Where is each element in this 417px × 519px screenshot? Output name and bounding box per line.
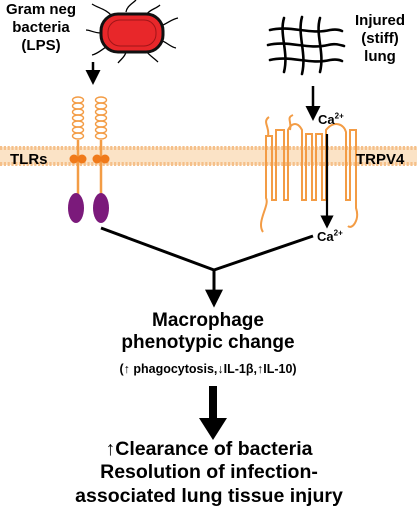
calcium-charge: 2+ (334, 111, 344, 121)
bacteria-label-line: Gram neg (5, 1, 77, 18)
macrophage-title-line: Macrophage (152, 310, 264, 331)
down-arrow-icon: ↓ (217, 362, 224, 376)
up-arrow-icon: ↑ (105, 438, 116, 460)
up-arrow-icon: ↑ (256, 362, 264, 376)
injured-lung-label: Injured (stiff) lung (348, 12, 412, 66)
macrophage-effects: (↑ phagocytosis,↓IL-1β,↑IL-10) (32, 362, 384, 377)
result-line-3: associated lung tissue injury (75, 484, 343, 507)
calcium-symbol: Ca (318, 112, 335, 127)
tlr-signal-line (100, 226, 215, 272)
cell-membrane (0, 146, 417, 166)
calcium-label-inside: Ca2+ (317, 229, 343, 245)
result-clearance-text: Clearance of bacteria (115, 438, 313, 460)
trpv4-label: TRPV4 (356, 151, 405, 168)
bacteria-label-line: bacteria (12, 19, 70, 36)
macrophage-change-title: Macrophage phenotypic change (58, 310, 358, 355)
il1b-text: IL-1β, (223, 362, 257, 376)
calcium-charge: 2+ (333, 228, 343, 238)
bacteria-label: Gram neg bacteria (LPS) (0, 1, 82, 55)
trpv4-signal-line (213, 234, 314, 272)
tlr-receptor-left (68, 96, 87, 223)
up-arrow-icon: ↑ (123, 362, 130, 376)
il10-text: IL-10) (263, 362, 297, 376)
lung-mesh-icon (266, 15, 346, 76)
calcium-symbol: Ca (317, 229, 334, 244)
trpv4-channel (260, 114, 358, 233)
bacterium-icon (85, 0, 179, 64)
outcome-arrow (199, 386, 227, 440)
effects-open-paren: ( (119, 362, 124, 376)
macrophage-title-line: phenotypic change (121, 332, 295, 354)
tlrs-label: TLRs (10, 151, 48, 168)
result-line-2: Resolution of infection- (100, 461, 318, 484)
calcium-label-outside: Ca2+ (318, 112, 344, 128)
injured-lung-label-line: (stiff) (361, 30, 399, 47)
result-line-1: ↑Clearance of bacteria (28, 438, 390, 461)
tlr-receptor-right (92, 96, 110, 223)
bacteria-label-line: (LPS) (21, 37, 61, 54)
result-text: ↑Clearance of bacteria Resolution of inf… (28, 438, 390, 508)
phagocytosis-text: phagocytosis, (133, 362, 218, 376)
injured-lung-label-line: lung (364, 48, 396, 65)
injured-lung-label-line: Injured (354, 12, 405, 29)
